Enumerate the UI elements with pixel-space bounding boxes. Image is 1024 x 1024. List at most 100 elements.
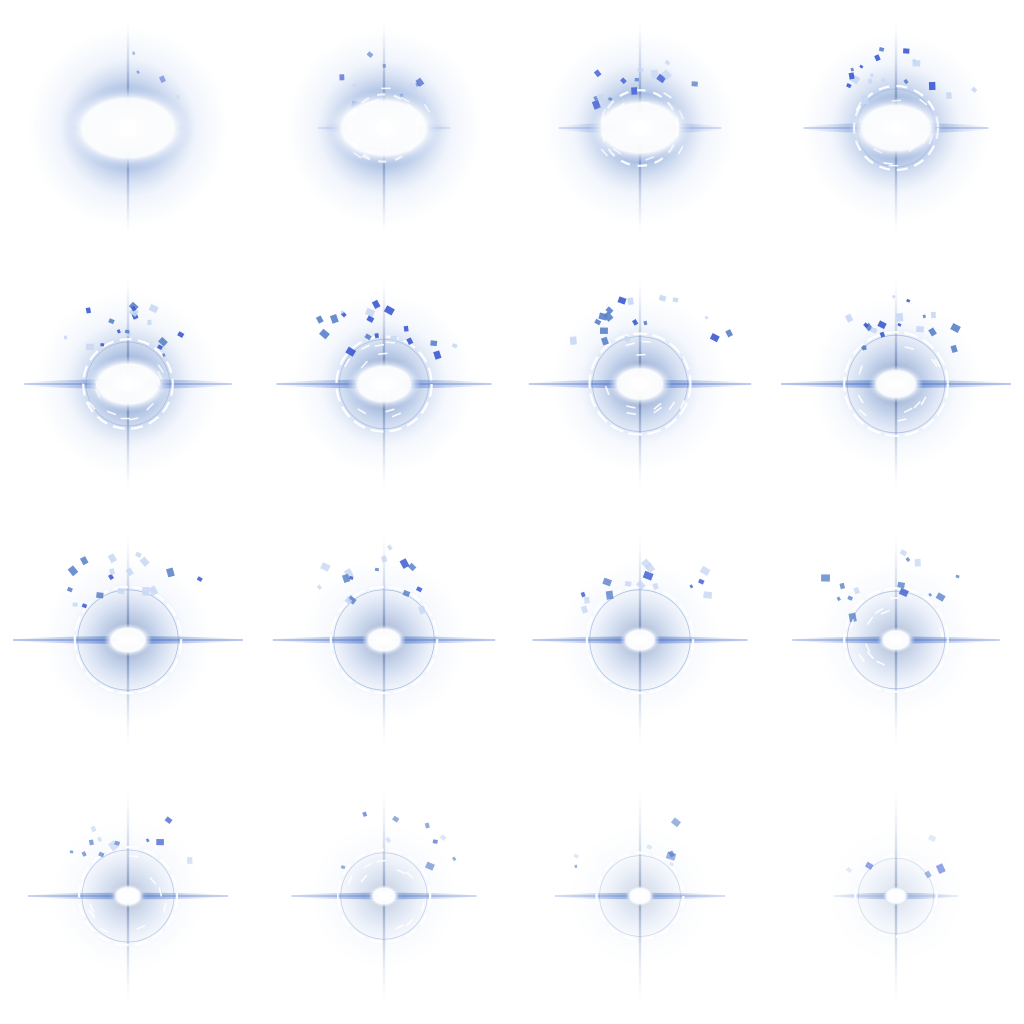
debris-shard [382,63,386,68]
debris-shard [136,70,140,74]
shock-ring [73,585,183,695]
spark-streak [158,887,163,897]
debris-shard [108,318,115,325]
debris-shard [348,575,354,580]
debris-shard [580,591,586,598]
spark-streak [336,890,339,901]
sprite-frame-6 [256,256,512,512]
spark-streak [874,608,884,614]
spark-streak [858,653,865,662]
spark-streak [855,101,862,111]
debris-shard [878,46,885,52]
debris-shard [81,603,88,609]
debris-shard [862,345,867,351]
debris-shard [85,307,92,314]
debris-shard [139,556,150,567]
spark-streak [858,365,863,375]
debris-shard [96,592,104,599]
debris-shard [315,315,324,324]
shock-ring [843,331,949,437]
debris-shard [148,304,159,314]
debris-shard [971,86,978,93]
debris-shard [924,870,932,879]
debris-shard [107,553,118,564]
spark-streak [421,901,425,912]
shock-ring-inner [340,852,428,940]
debris-shard [320,562,331,572]
spark-streak [934,359,941,368]
sprite-frame-11 [512,512,768,768]
debris-shard [617,296,627,305]
debris-shard [879,331,886,338]
debris-shard [452,856,457,862]
spark-streak [641,340,651,343]
debris-shard [605,590,614,600]
shock-ring [335,335,433,433]
spark-streak [385,408,395,413]
debris-shard [905,556,911,562]
burst-effect [781,279,1011,489]
debris-shard [950,344,958,354]
debris-shard [366,51,374,58]
spark-streak [931,358,938,367]
debris-shard [903,78,909,85]
debris-shard [187,857,193,864]
spark-streak [361,344,370,350]
debris-shard [605,306,614,315]
core-center [636,892,644,900]
debris-shard [100,343,105,347]
core-center [632,120,648,136]
debris-shard [704,315,709,320]
debris-shard [347,595,357,605]
shock-ring-inner [333,589,435,691]
spark-streak [867,616,874,625]
spark-streak [378,352,388,355]
burst-effect [286,23,482,233]
debris-shard [594,318,602,326]
debris-shard [406,82,419,94]
debris-shard [912,60,921,67]
debris-shard [689,584,694,589]
core-center [892,636,900,644]
debris-shard [624,580,632,587]
debris-shard [651,69,659,79]
debris-shard [644,562,656,574]
debris-shard [433,350,442,360]
debris-shard [627,297,635,306]
debris-shard [602,577,613,587]
debris-shard [863,322,869,328]
spark-streak [913,401,921,409]
debris-shard [164,816,173,825]
spark-streak [88,401,96,410]
spark-streak [859,409,867,417]
debris-shard [399,558,410,569]
debris-shard [403,325,409,332]
spark-streak [849,619,854,629]
spark-streak [866,651,874,659]
debris-shard [646,844,653,850]
core-center [891,379,901,389]
debris-shard [928,327,937,337]
spark-streak [385,341,396,344]
debris-shard [96,836,103,843]
burst-effect [24,279,232,489]
debris-shard [114,840,121,846]
debris-shard [916,325,924,333]
shock-ring [585,585,695,695]
spark-streak [100,927,109,933]
sprite-frame-9 [0,512,256,768]
debris-shard [853,586,861,595]
debris-shard [156,839,164,846]
debris-shard [699,565,711,577]
debris-shard [848,72,855,80]
debris-shard [424,822,430,829]
debris-shard [603,311,614,322]
debris-shard [634,77,640,82]
shock-ring [588,332,692,436]
debris-shard [877,320,887,330]
debris-shard [593,69,602,78]
shock-ring-inner [858,858,934,934]
spark-streak [129,855,139,858]
debris-shard [344,597,353,605]
debris-shard [703,591,713,599]
